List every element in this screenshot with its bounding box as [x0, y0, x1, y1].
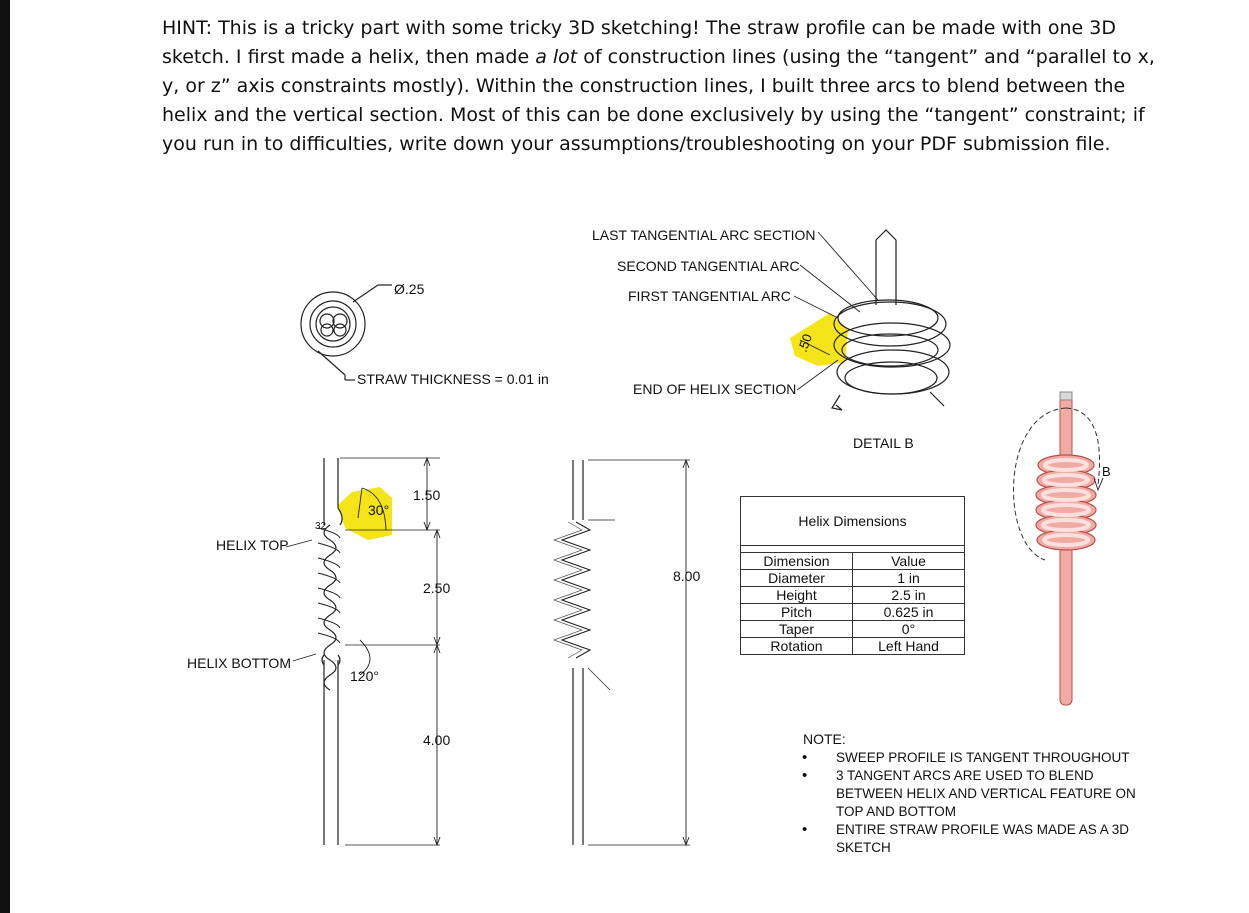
- callout-first-arc: FIRST TANGENTIAL ARC: [628, 288, 791, 304]
- table-cell: Height: [740, 586, 853, 604]
- side-view: [552, 458, 690, 847]
- note-item: 3 TANGENT ARCS ARE USED TO BLEND BETWEEN…: [802, 767, 1162, 821]
- detail-b-title: DETAIL B: [853, 435, 914, 451]
- iso-detail-letter: B: [1102, 464, 1111, 479]
- hint-text-emphasis: a lot: [535, 46, 578, 68]
- angle-top-label: 30°: [368, 502, 390, 518]
- table-row: Taper 0°: [740, 620, 965, 638]
- table-cell: 0.625 in: [852, 603, 965, 621]
- front-view: [285, 456, 441, 847]
- dim-bottom-label: 4.00: [423, 732, 451, 748]
- dim-mid-label: 2.50: [423, 580, 451, 596]
- table-cell: 0°: [852, 620, 965, 638]
- table-cell: 1 in: [852, 569, 965, 587]
- note-heading: NOTE:: [803, 731, 846, 747]
- note-item: SWEEP PROFILE IS TANGENT THROUGHOUT: [802, 749, 1162, 767]
- table-row: Pitch 0.625 in: [740, 603, 965, 621]
- hint-paragraph: HINT: This is a tricky part with some tr…: [162, 14, 1172, 159]
- callout-end-of-helix: END OF HELIX SECTION: [633, 381, 797, 397]
- table-cell: Taper: [740, 620, 853, 638]
- helix-dimensions-table: Helix Dimensions Dimension Value Diamete…: [740, 496, 965, 655]
- helix-table-title: Helix Dimensions: [740, 496, 965, 546]
- table-cell: 2.5 in: [852, 586, 965, 604]
- helix-bottom-label: HELIX BOTTOM: [187, 655, 291, 671]
- table-cell: Rotation: [740, 637, 853, 655]
- helix-table-header-value: Value: [852, 552, 965, 570]
- straw-thickness-label: STRAW THICKNESS = 0.01 in: [357, 371, 549, 387]
- hint-text-suffix: of construction lines (using the “tangen…: [162, 46, 1155, 155]
- table-cell: Left Hand: [852, 637, 965, 655]
- iso-view: [1013, 391, 1104, 706]
- table-row: Rotation Left Hand: [740, 637, 965, 655]
- table-row: Diameter 1 in: [740, 569, 965, 587]
- highlight-detail-dim: [790, 313, 848, 366]
- callout-second-arc: SECOND TANGENTIAL ARC: [617, 258, 800, 274]
- section-view: [300, 284, 392, 381]
- helix-top-label: HELIX TOP: [216, 537, 289, 553]
- diameter-label: Ø.25: [394, 281, 425, 297]
- helix-table-header-dimension: Dimension: [740, 552, 853, 570]
- detail-b-view: [793, 229, 951, 411]
- detail-small-dim: .50: [795, 332, 815, 354]
- note-item: ENTIRE STRAW PROFILE WAS MADE AS A 3D SK…: [802, 821, 1162, 857]
- note-list: SWEEP PROFILE IS TANGENT THROUGHOUT 3 TA…: [802, 749, 1162, 857]
- table-cell: Pitch: [740, 603, 853, 621]
- top-small-label: 32: [315, 521, 327, 532]
- callout-last-arc: LAST TANGENTIAL ARC SECTION: [592, 227, 816, 243]
- angle-bottom-label: 120°: [350, 668, 379, 684]
- hint-text-prefix: HINT: This is a tricky part with some tr…: [162, 17, 1116, 68]
- table-cell: Diameter: [740, 569, 853, 587]
- left-edge-bar: [0, 0, 10, 913]
- table-row: Height 2.5 in: [740, 586, 965, 604]
- overall-length-label: 8.00: [673, 568, 701, 584]
- dim-top-label: 1.50: [413, 487, 441, 503]
